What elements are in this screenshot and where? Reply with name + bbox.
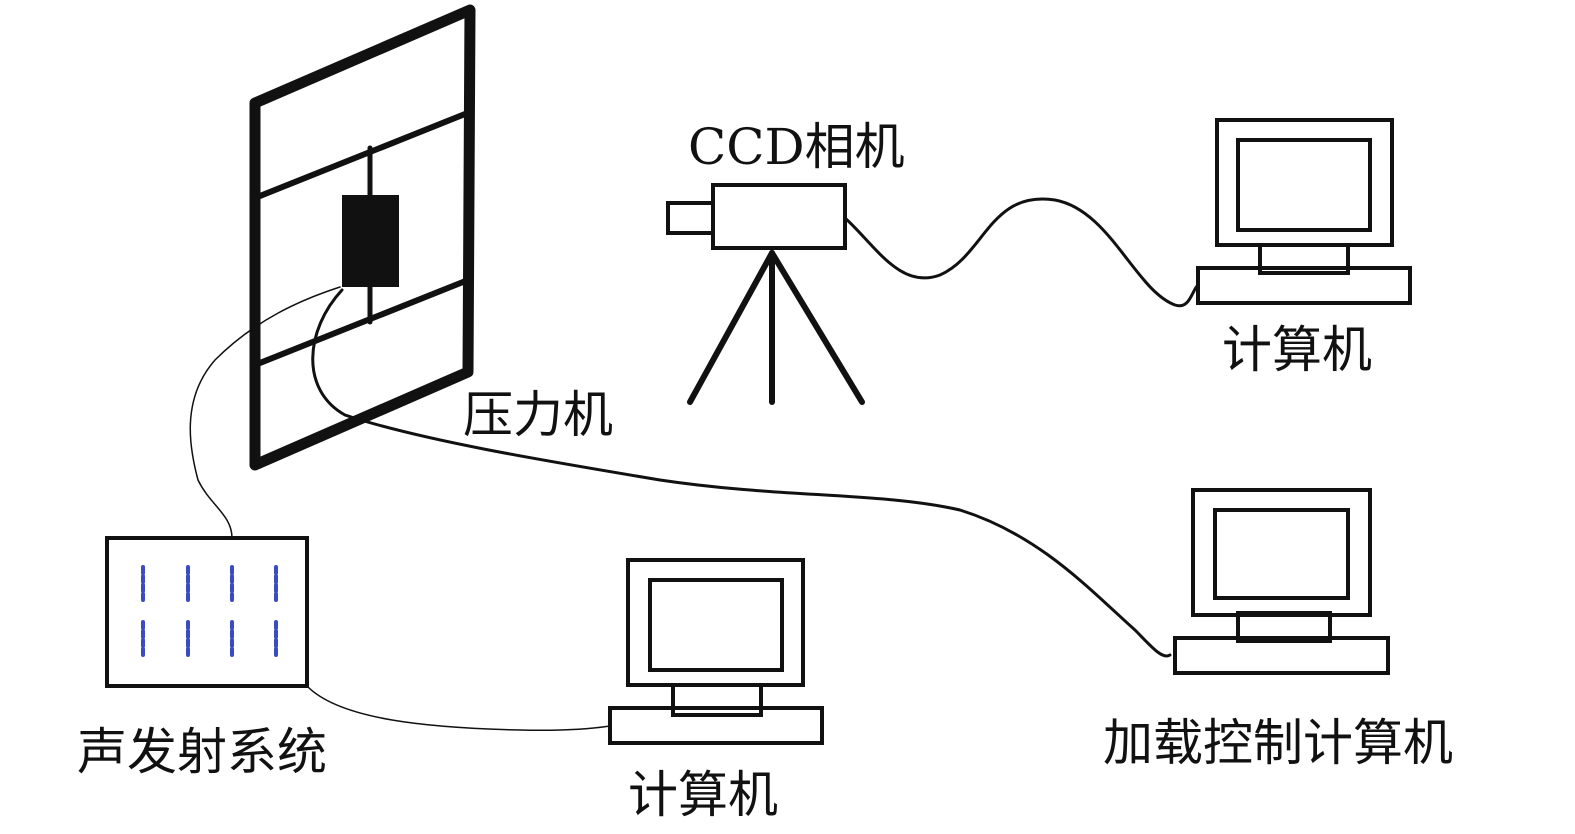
camera-body — [711, 183, 847, 250]
ccd-camera-icon — [666, 183, 865, 405]
computer-bottom-label: 计算机 — [628, 766, 778, 824]
press-frame-outer — [249, 4, 476, 471]
computer-top-label: 计算机 — [1222, 321, 1372, 379]
acoustic-emission-unit-icon — [105, 536, 309, 688]
computer-icon — [1196, 118, 1412, 305]
press-crossbar-top — [252, 109, 473, 201]
tripod-leg-left — [687, 250, 775, 405]
tripod-icon — [687, 250, 865, 405]
load-computer-base — [1173, 636, 1390, 675]
press-crossbar-bottom — [252, 277, 471, 368]
ae-channel-indicators — [141, 565, 278, 660]
computer-icon — [1173, 488, 1390, 675]
cable-ae-to-computer — [306, 685, 611, 732]
cable-press-to-load-computer — [311, 288, 1172, 658]
acoustic-emission-label: 声发射系统 — [77, 723, 327, 781]
ae-box — [105, 536, 309, 688]
computer-bottom-stand — [671, 683, 763, 717]
cable-camera-to-computer — [843, 197, 1200, 308]
press-machine-icon — [249, 4, 476, 471]
computer-icon — [608, 558, 824, 745]
load-control-computer-label: 加载控制计算机 — [1103, 714, 1453, 772]
computer-top-screen — [1236, 138, 1372, 232]
press-machine-label: 压力机 — [463, 386, 613, 444]
load-computer-stand — [1236, 611, 1332, 643]
computer-top-stand — [1258, 243, 1350, 275]
ccd-camera-label: CCD相机 — [688, 118, 905, 176]
tripod-leg-right — [769, 250, 865, 405]
computer-bottom-screen — [648, 578, 784, 672]
load-computer-screen — [1213, 508, 1350, 600]
cable-specimen-to-ae — [189, 286, 341, 539]
camera-lens — [666, 201, 715, 235]
cables — [189, 197, 1200, 732]
rock-specimen — [342, 195, 399, 287]
